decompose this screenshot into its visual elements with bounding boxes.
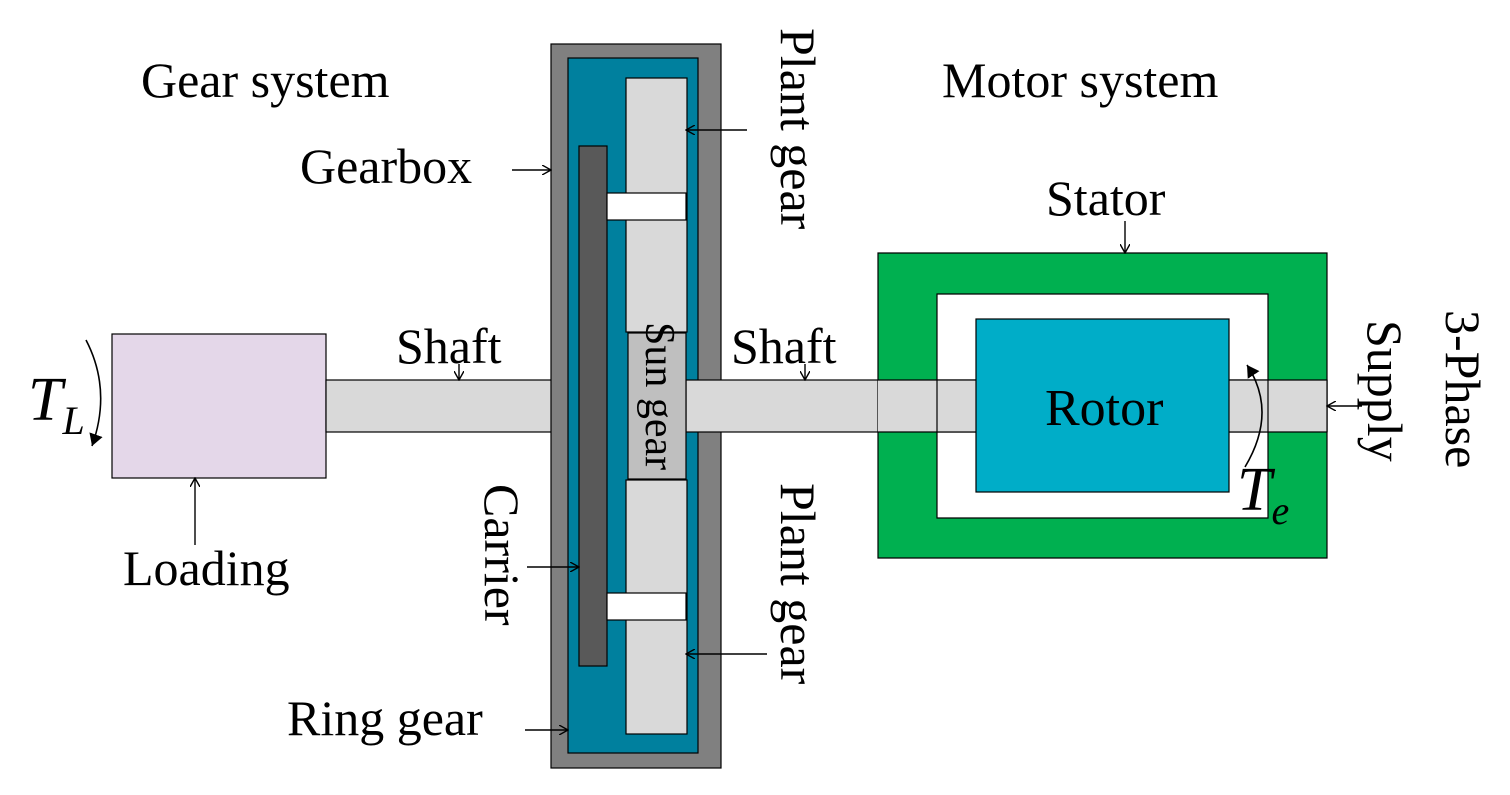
motor-torque-symbol: Te (1237, 456, 1289, 533)
carrier (578, 145, 608, 667)
plant-gear-top-label: Plant gear (770, 28, 826, 230)
rotor (975, 318, 1230, 493)
rotor-label: Rotor (1045, 380, 1163, 437)
carrier-arm-bottom (606, 592, 687, 621)
gear-system-label: Gear system (141, 52, 390, 108)
stator (877, 252, 1328, 559)
sun-gear-label: Sun gear (636, 322, 682, 470)
carrier-label: Carrier (474, 484, 530, 626)
shaft-left-label: Shaft (396, 318, 502, 374)
carrier-arm-top (606, 192, 687, 221)
shaft-left (325, 379, 557, 433)
motor-system-label: Motor system (942, 52, 1219, 108)
load-torque-symbol: TL (28, 366, 85, 443)
loading-label: Loading (123, 540, 290, 596)
loading-block (111, 333, 327, 479)
plant-gear-bottom-label: Plant gear (770, 483, 826, 685)
supply-label: Supply (1357, 320, 1413, 462)
gearbox-label: Gearbox (300, 138, 472, 194)
stator-label: Stator (1046, 170, 1166, 226)
shaft-right-label: Shaft (731, 318, 837, 374)
motor-torque-arrow (1244, 364, 1263, 468)
sun-gear (627, 332, 687, 480)
shaft-gap-left (936, 379, 978, 433)
shaft-through-stator-left (878, 380, 938, 432)
ring-gear-label: Ring gear (287, 690, 483, 746)
three-phase-label: 3-Phase (1435, 310, 1491, 468)
load-torque-arrow (85, 339, 103, 447)
shaft-through-stator-right (1268, 380, 1327, 432)
